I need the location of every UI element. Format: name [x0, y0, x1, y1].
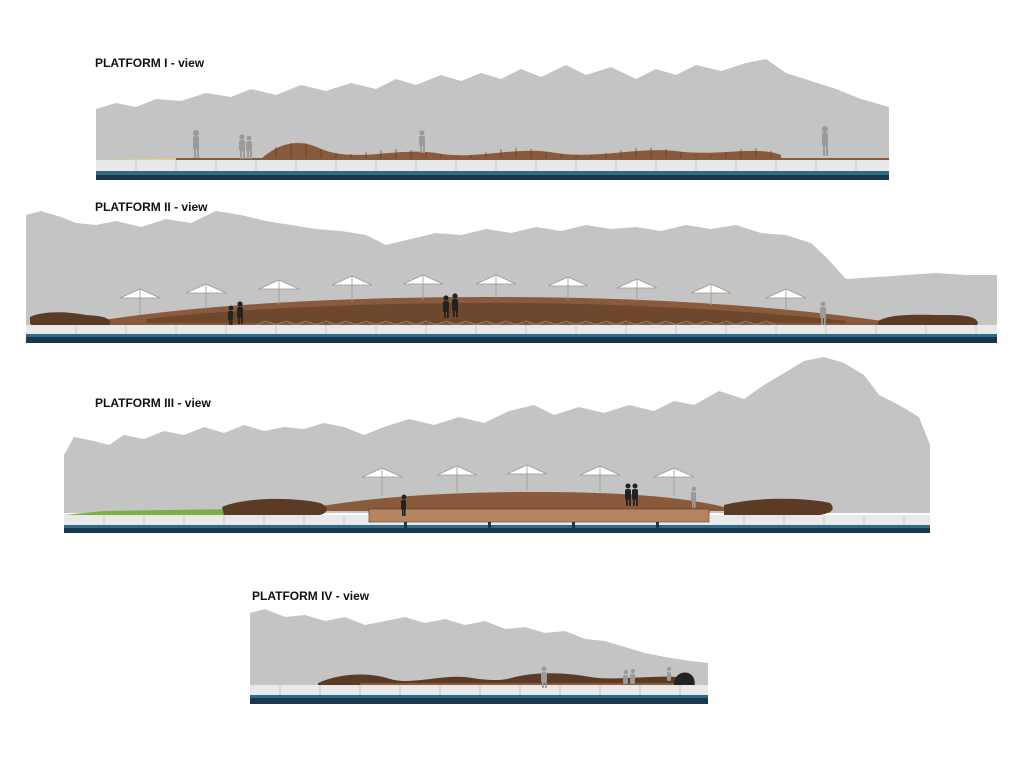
person-figure — [541, 666, 547, 688]
person-figure — [193, 130, 199, 158]
pod-right — [724, 498, 833, 515]
pier-piles — [279, 685, 681, 695]
tree-silhouette — [96, 59, 889, 165]
deck-edge — [176, 158, 889, 160]
platform-1-elevation — [96, 59, 889, 180]
platform-4-elevation — [250, 609, 708, 704]
parasol-row — [361, 464, 695, 496]
waterline — [64, 525, 930, 528]
tree-silhouette — [26, 211, 997, 330]
pier-piles — [135, 160, 857, 171]
platform-3-title: PLATFORM III - view — [95, 396, 211, 410]
pod-left — [222, 498, 327, 515]
platform-2-elevation — [26, 211, 997, 343]
water — [64, 528, 930, 533]
pier-piles — [75, 325, 977, 334]
tree-silhouette — [250, 609, 708, 685]
pier-piles — [103, 515, 905, 525]
water — [96, 175, 889, 180]
parasol-row — [119, 274, 807, 315]
pier-piles — [404, 522, 659, 530]
person-figure — [667, 667, 671, 681]
waterline — [96, 171, 889, 175]
platform-1-title: PLATFORM I - view — [95, 56, 205, 70]
waterline — [26, 334, 997, 337]
person-figure — [623, 668, 636, 684]
deck-wave — [318, 673, 680, 685]
deck-arc-shadow — [146, 303, 846, 323]
pier-base — [250, 685, 708, 695]
person-figure — [625, 483, 638, 506]
water — [250, 698, 708, 704]
boulder — [674, 672, 695, 689]
person-figure — [822, 126, 828, 156]
platform-3-elevation — [64, 357, 930, 533]
person-figure — [401, 494, 407, 516]
tree-silhouette — [64, 357, 930, 513]
person-figure — [419, 130, 425, 153]
pier-base — [26, 325, 997, 334]
person-figure — [239, 134, 252, 159]
pier-base — [96, 160, 889, 171]
person-figure — [228, 301, 243, 325]
waterline — [250, 695, 708, 698]
person-figure — [820, 301, 826, 325]
person-figure — [691, 486, 697, 508]
person-figure — [443, 293, 458, 318]
platform-4-title: PLATFORM IV - view — [252, 589, 370, 603]
water — [26, 337, 997, 343]
platform-2-title: PLATFORM II - view — [95, 200, 208, 214]
central-deck — [368, 508, 710, 523]
